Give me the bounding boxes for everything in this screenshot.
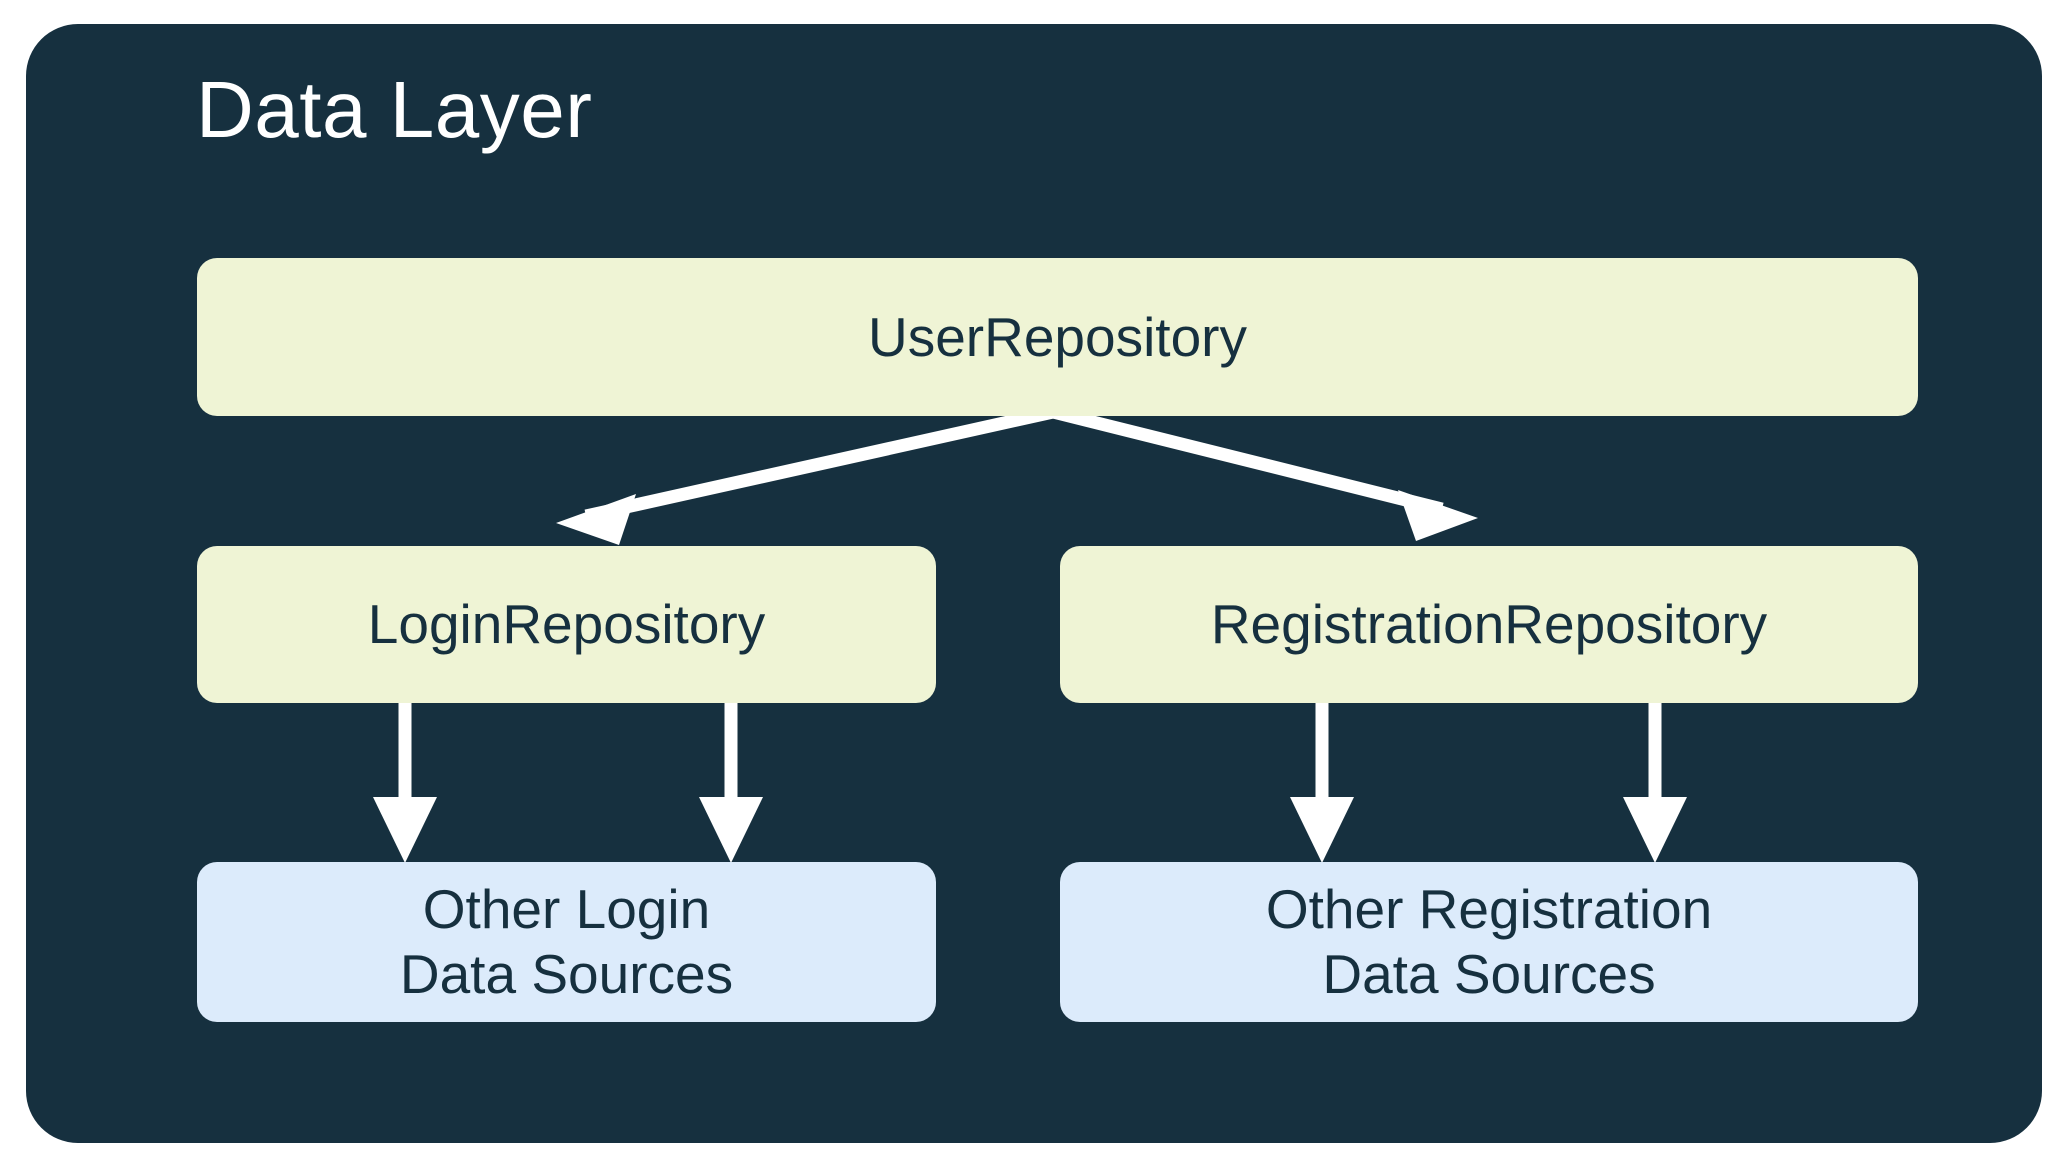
- node-other-login-data-sources[interactable]: Other Login Data Sources: [197, 862, 936, 1022]
- node-user-repository[interactable]: UserRepository: [197, 258, 1918, 416]
- node-login-repository[interactable]: LoginRepository: [197, 546, 936, 703]
- node-registration-repository[interactable]: RegistrationRepository: [1060, 546, 1918, 703]
- node-other-registration-data-sources[interactable]: Other Registration Data Sources: [1060, 862, 1918, 1022]
- page-title: Data Layer: [196, 65, 593, 154]
